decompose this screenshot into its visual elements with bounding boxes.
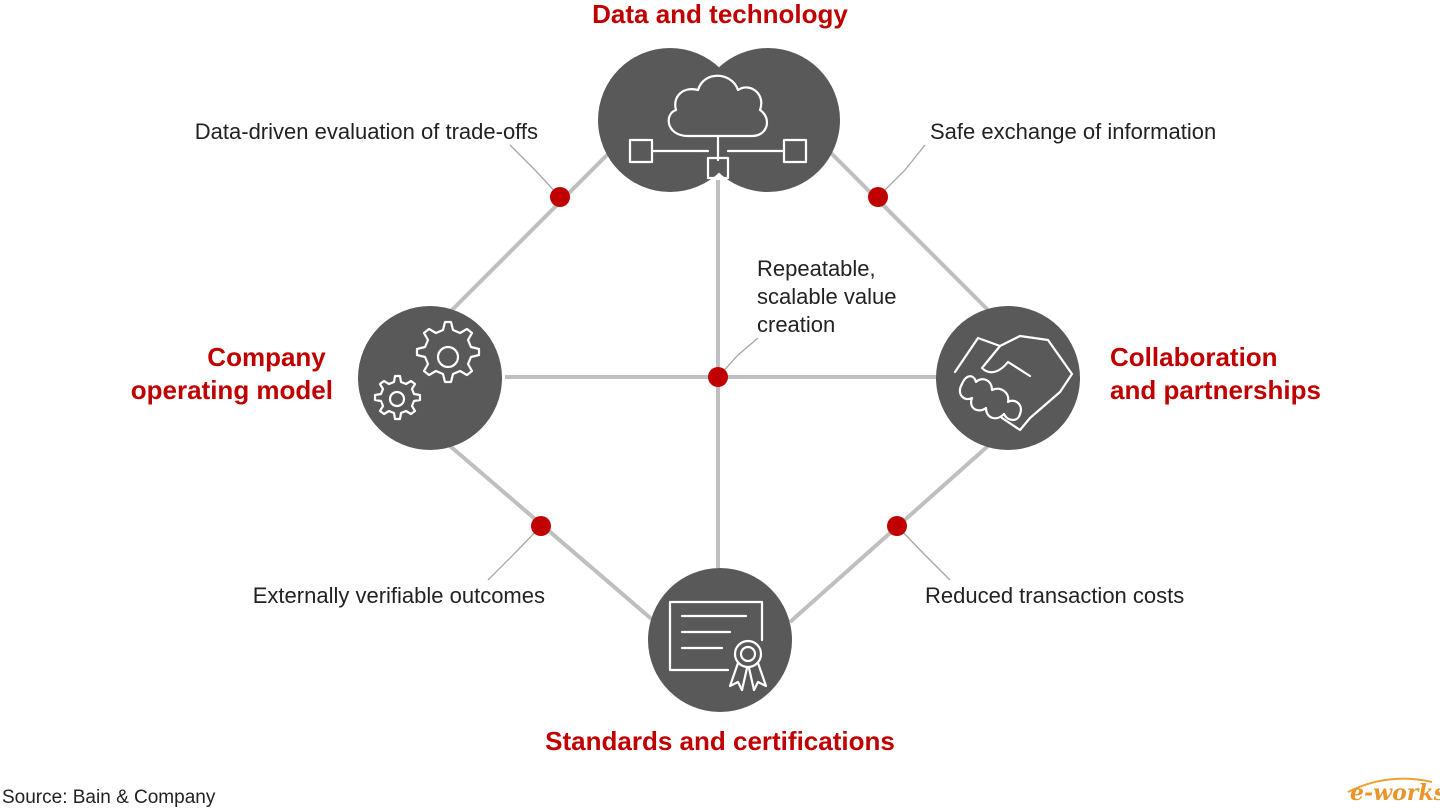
- certificate-icon: [668, 600, 768, 692]
- benefit-top-right: Safe exchange of information: [930, 119, 1216, 144]
- connector-bottom-right: [788, 444, 990, 624]
- node-collaboration-and-partnerships: [936, 306, 1080, 450]
- connector-top-right: [826, 148, 990, 312]
- leader-bottom-left: [487, 525, 542, 581]
- marker-bottom-left: [531, 516, 551, 536]
- node-company-operating-model: [358, 306, 502, 450]
- benefit-markers: [531, 187, 907, 536]
- pillar-right-line-2: and partnerships: [1110, 375, 1321, 405]
- connector-top-left: [450, 148, 614, 312]
- connector-bottom-left: [448, 444, 657, 624]
- marker-top-left: [550, 187, 570, 207]
- benefit-bottom-left: Externally verifiable outcomes: [253, 583, 545, 608]
- leader-lines: [487, 144, 951, 581]
- eworks-logo-text: e-works: [1350, 780, 1440, 806]
- benefit-bottom-right: Reduced transaction costs: [925, 583, 1184, 608]
- source-note: Source: Bain & Company: [2, 787, 216, 808]
- node-data-and-technology: [598, 48, 840, 192]
- leader-bottom-right: [896, 525, 951, 581]
- benefit-center-line-3: creation: [757, 312, 835, 337]
- handshake-icon: [953, 334, 1074, 432]
- pillar-right-label: Collaboration and partnerships: [1110, 342, 1321, 405]
- marker-center: [708, 367, 728, 387]
- benefit-center-line-2: scalable value: [757, 284, 896, 309]
- benefit-top-left: Data-driven evaluation of trade-offs: [195, 119, 538, 144]
- pillar-top-label: Data and technology: [592, 0, 848, 29]
- marker-bottom-right: [887, 516, 907, 536]
- marker-top-right: [868, 187, 888, 207]
- cloud-network-icon: [628, 74, 808, 180]
- pillar-left-label: Company operating model: [131, 342, 333, 405]
- benefit-center: Repeatable, scalable value creation: [757, 256, 903, 337]
- gears-icon: [373, 320, 481, 421]
- pillar-bottom-label: Standards and certifications: [545, 726, 895, 756]
- pillar-left-line-2: operating model: [131, 375, 333, 405]
- node-standards-and-certifications: [648, 568, 792, 712]
- leader-top-right: [877, 144, 926, 198]
- benefit-center-line-1: Repeatable,: [757, 256, 876, 281]
- pillar-right-line-1: Collaboration: [1110, 342, 1278, 372]
- pillar-left-line-1: Company: [207, 342, 326, 372]
- eworks-logo: e-works: [1347, 777, 1440, 806]
- leader-top-left: [509, 144, 561, 198]
